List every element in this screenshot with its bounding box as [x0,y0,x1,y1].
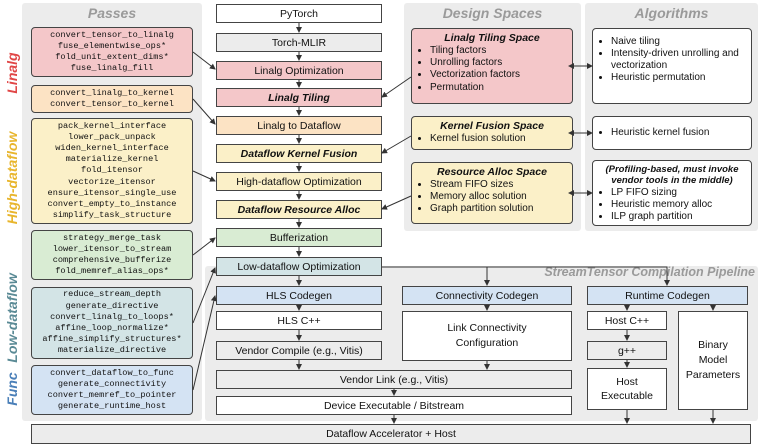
high-dataflow-optimization-box: High-dataflow Optimization [216,172,382,191]
pipeline-title: StreamTensor Compilation Pipeline [544,265,755,279]
passes-title: Passes [87,5,137,21]
vendor-compile-box: Vendor Compile (e.g., Vitis) [216,341,382,360]
runtime-codegen-box: Runtime Codegen [587,286,748,305]
linalg-tiling-space: Linalg Tiling Space Tiling factorsUnroll… [411,28,573,104]
algorithms-title: Algorithms [634,5,709,21]
linalg-to-dataflow-box: Linalg to Dataflow [216,116,382,135]
dataflow-resource-alloc-box: Dataflow Resource Alloc [216,200,382,219]
hls-codegen-box: HLS Codegen [216,286,382,305]
hls-cpp-box: HLS C++ [216,311,382,330]
linalg-tiling-box: Linalg Tiling [216,88,382,107]
resource-alloc-space: Resource Alloc Space Stream FIFO sizesMe… [411,162,573,224]
torch-mlir-box: Torch-MLIR [216,33,382,52]
pytorch-box: PyTorch [216,4,382,23]
connectivity-codegen-box: Connectivity Codegen [402,286,572,305]
vendor-link-box: Vendor Link (e.g., Vitis) [216,370,572,389]
bufferization-box: Bufferization [216,228,382,247]
dataflow-kernel-fusion-box: Dataflow Kernel Fusion [216,144,382,163]
device-executable-box: Device Executable / Bitstream [216,396,572,415]
design-spaces-title: Design Spaces [442,5,543,21]
gpp-box: g++ [587,341,667,360]
linalg-optimization-box: Linalg Optimization [216,61,382,80]
kernel-fusion-algorithms: Heuristic kernel fusion [592,116,752,150]
kernel-fusion-space: Kernel Fusion Space Kernel fusion soluti… [411,116,573,150]
tiling-algorithms: Naive tilingIntensity-driven unrolling a… [592,28,752,104]
host-cpp-box: Host C++ [587,311,667,330]
dataflow-accelerator-host-box: Dataflow Accelerator + Host [31,424,751,444]
low-dataflow-optimization-box: Low-dataflow Optimization [216,257,382,276]
